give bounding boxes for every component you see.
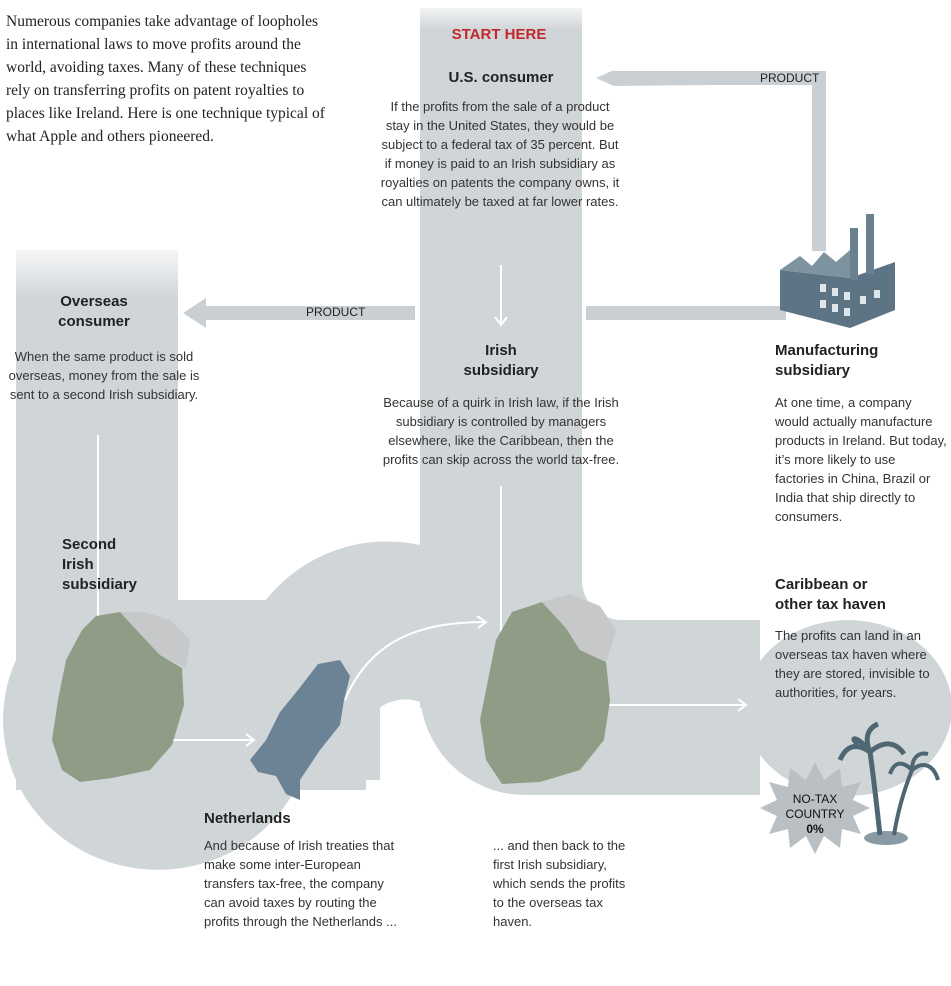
caribbean-title-line1: Caribbean or xyxy=(775,576,868,593)
manufacturing-subsidiary-title: Manufacturing subsidiary xyxy=(775,341,945,381)
product-arrow-left xyxy=(183,298,415,328)
netherlands-text: And because of Irish treaties that make … xyxy=(204,838,397,929)
product-label-top: PRODUCT xyxy=(760,71,820,85)
irish-subsidiary-title-line2: subsidiary xyxy=(463,362,539,379)
overseas-consumer-title-line2: consumer xyxy=(58,313,130,330)
irish-subsidiary-title: Irish subsidiary xyxy=(420,341,582,381)
manufacturing-title-line2: subsidiary xyxy=(775,362,851,379)
no-tax-country-badge: NO-TAX COUNTRY 0% xyxy=(770,792,860,837)
factory-icon xyxy=(780,214,895,328)
tax-haven-island xyxy=(744,620,951,796)
caribbean-text: The profits can land in an overseas tax … xyxy=(775,628,930,700)
irish-subsidiary-title-line1: Irish xyxy=(485,342,517,359)
badge-line1: NO-TAX xyxy=(792,792,838,806)
badge-line2: COUNTRY xyxy=(785,807,845,821)
us-consumer-text: If the profits from the sale of a produc… xyxy=(380,99,620,209)
badge-line3: 0% xyxy=(806,822,824,836)
start-here-label: START HERE xyxy=(451,26,547,43)
manufacturing-title-line1: Manufacturing xyxy=(775,342,879,359)
netherlands-title: Netherlands xyxy=(204,810,291,827)
irish-subsidiary-text: Because of a quirk in Irish law, if the … xyxy=(382,395,620,467)
product-arrow-right-segment xyxy=(586,306,786,320)
caribbean-title: Caribbean or other tax haven xyxy=(775,575,947,615)
second-irish-title-line3: subsidiary xyxy=(62,576,138,593)
manufacturing-subsidiary-text: At one time, a company would actually ma… xyxy=(775,395,947,524)
back-to-first-text: ... and then back to the first Irish sub… xyxy=(493,838,626,929)
caribbean-title-line2: other tax haven xyxy=(775,596,886,613)
us-consumer-title: U.S. consumer xyxy=(448,69,554,86)
no-tax-starburst xyxy=(760,762,870,854)
intro-text: Numerous companies take advantage of loo… xyxy=(6,13,325,145)
ireland-map-center xyxy=(480,594,616,784)
overseas-consumer-title-line1: Overseas xyxy=(60,293,128,310)
second-irish-title-line1: Second xyxy=(62,536,117,553)
netherlands-map xyxy=(250,660,350,800)
second-irish-title-line2: Irish xyxy=(62,556,94,573)
palm-tree-icon xyxy=(837,721,940,845)
overseas-consumer-title: Overseas consumer xyxy=(16,292,172,332)
ireland-map-left xyxy=(52,612,190,782)
product-label-left: PRODUCT xyxy=(306,305,366,319)
overseas-consumer-text: When the same product is sold overseas, … xyxy=(8,349,200,402)
second-irish-subsidiary-title: Second Irish subsidiary xyxy=(62,535,182,595)
